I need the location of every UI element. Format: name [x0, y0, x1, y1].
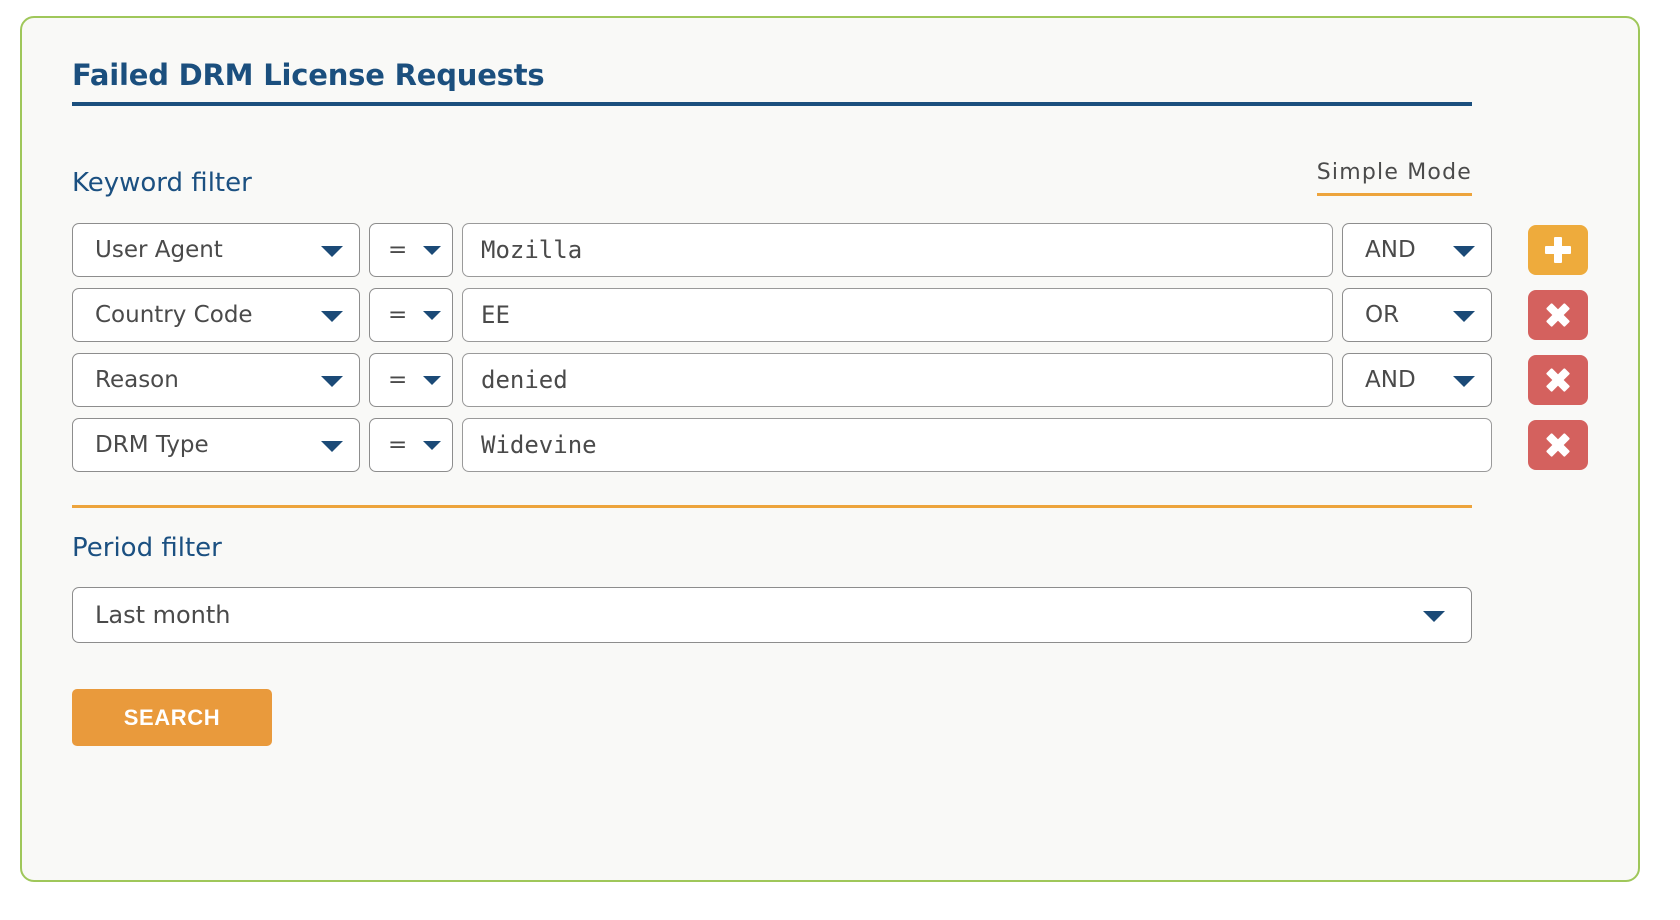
operator-select[interactable]: = — [369, 223, 453, 278]
boolean-select[interactable]: AND — [1342, 353, 1492, 408]
chevron-down-icon — [321, 311, 343, 323]
close-icon — [1545, 432, 1571, 458]
operator-select-value: = — [388, 432, 408, 459]
value-input-text: Widevine — [481, 431, 597, 460]
card-content: Failed DRM License Requests Keyword filt… — [72, 58, 1588, 860]
operator-select[interactable]: = — [369, 353, 453, 408]
operator-select-value: = — [388, 367, 408, 394]
plus-icon — [1545, 237, 1571, 264]
keyword-filter-header: Keyword filter Simple Mode — [72, 160, 1472, 199]
filter-row-list: User Agent = Mozilla AND — [72, 222, 1588, 473]
remove-filter-button[interactable] — [1528, 420, 1588, 471]
value-input[interactable]: EE — [462, 288, 1333, 343]
close-icon — [1545, 302, 1571, 328]
close-icon — [1545, 367, 1571, 393]
section-divider — [72, 505, 1472, 509]
field-select-value: Reason — [95, 367, 179, 394]
chevron-down-icon — [321, 376, 343, 388]
value-input-text: denied — [481, 366, 568, 395]
page-title: Failed DRM License Requests — [72, 58, 1472, 106]
period-filter-label: Period filter — [72, 533, 222, 564]
period-select[interactable]: Last month — [72, 587, 1472, 644]
chevron-down-icon — [321, 246, 343, 258]
value-input-text: EE — [481, 301, 510, 330]
field-select[interactable]: DRM Type — [72, 418, 360, 473]
filter-row: Reason = denied AND — [72, 352, 1588, 408]
field-select-value: DRM Type — [95, 432, 209, 459]
remove-filter-button[interactable] — [1528, 355, 1588, 406]
value-input[interactable]: Widevine — [462, 418, 1492, 473]
field-select[interactable]: Country Code — [72, 288, 360, 343]
boolean-select[interactable]: OR — [1342, 288, 1492, 343]
operator-select[interactable]: = — [369, 418, 453, 473]
simple-mode-toggle[interactable]: Simple Mode — [1316, 160, 1472, 197]
chevron-down-icon — [1423, 611, 1445, 623]
chevron-down-icon — [423, 311, 441, 321]
filter-panel-card: Failed DRM License Requests Keyword filt… — [20, 16, 1640, 882]
field-select-value: Country Code — [95, 302, 253, 329]
chevron-down-icon — [321, 441, 343, 453]
field-select[interactable]: Reason — [72, 353, 360, 408]
boolean-select[interactable]: AND — [1342, 223, 1492, 278]
filter-row: DRM Type = Widevine — [72, 417, 1588, 473]
value-input[interactable]: denied — [462, 353, 1333, 408]
search-button[interactable]: SEARCH — [72, 689, 272, 747]
field-select[interactable]: User Agent — [72, 223, 360, 278]
chevron-down-icon — [1453, 246, 1475, 258]
boolean-select-value: AND — [1365, 237, 1416, 264]
chevron-down-icon — [423, 246, 441, 256]
filter-row: User Agent = Mozilla AND — [72, 222, 1588, 278]
operator-select-value: = — [388, 302, 408, 329]
operator-select-value: = — [388, 237, 408, 264]
value-input-text: Mozilla — [481, 236, 583, 265]
keyword-filter-label: Keyword filter — [72, 168, 252, 199]
operator-select[interactable]: = — [369, 288, 453, 343]
chevron-down-icon — [1453, 311, 1475, 323]
boolean-select-value: AND — [1365, 367, 1416, 394]
filter-row: Country Code = EE OR — [72, 287, 1588, 343]
field-select-value: User Agent — [95, 237, 223, 264]
value-input[interactable]: Mozilla — [462, 223, 1333, 278]
boolean-select-value: OR — [1365, 302, 1400, 329]
remove-filter-button[interactable] — [1528, 290, 1588, 341]
chevron-down-icon — [423, 441, 441, 451]
add-filter-button[interactable] — [1528, 225, 1588, 276]
chevron-down-icon — [423, 376, 441, 386]
period-select-value: Last month — [95, 601, 231, 630]
chevron-down-icon — [1453, 376, 1475, 388]
